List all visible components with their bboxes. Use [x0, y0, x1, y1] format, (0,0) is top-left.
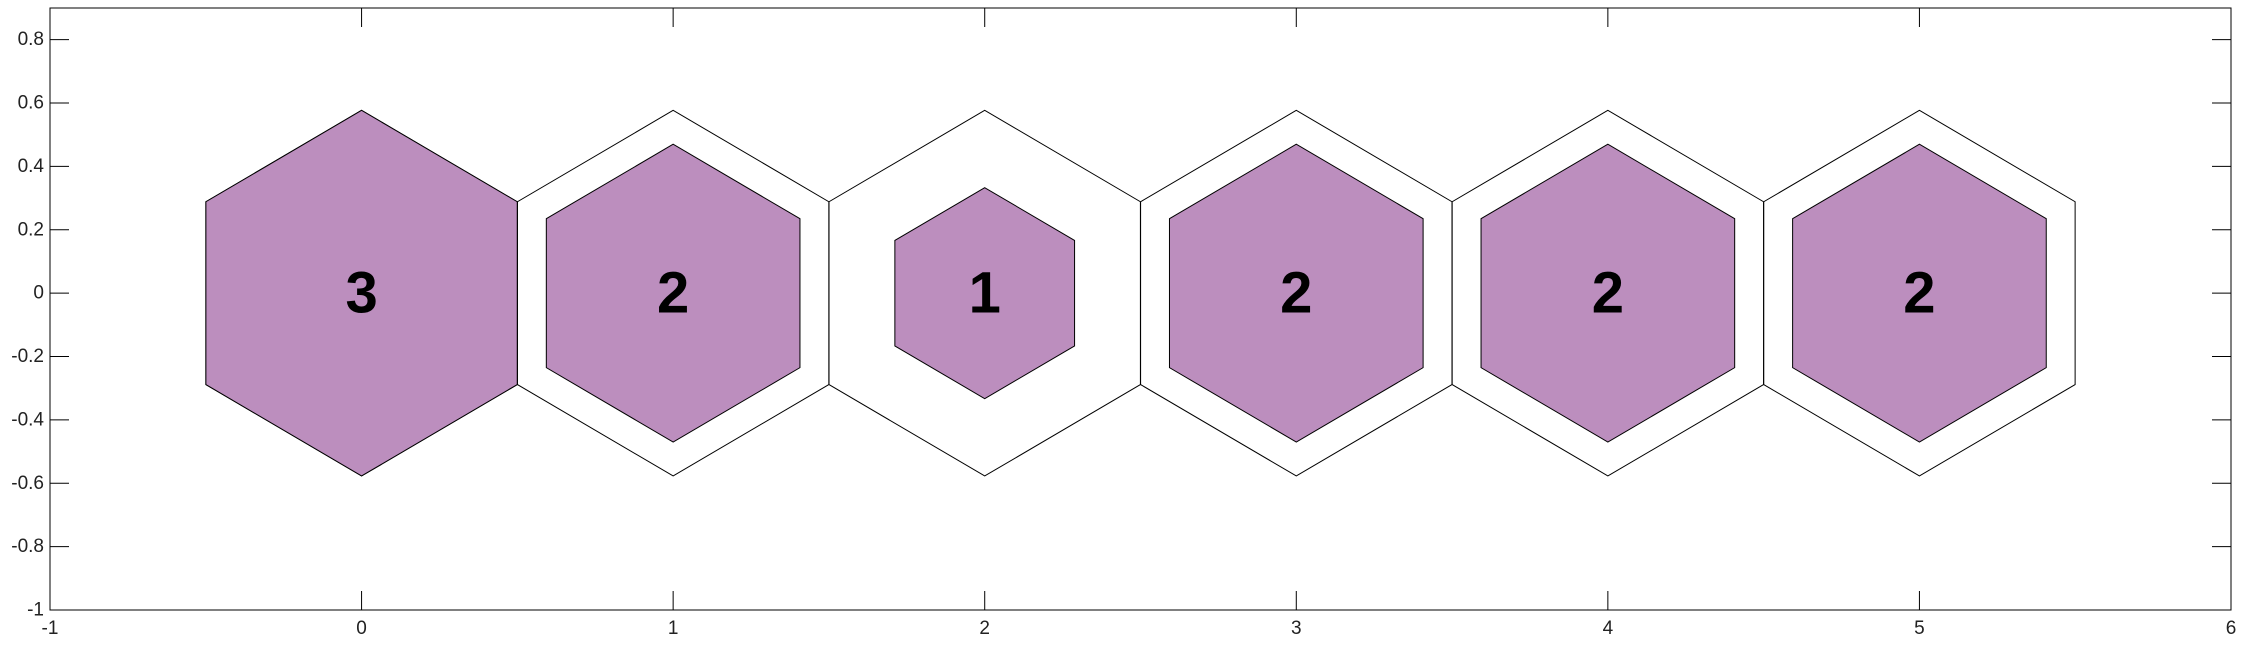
y-tick-label-7: 0.4 — [18, 156, 45, 177]
x-tick-label-7: 6 — [2226, 618, 2237, 639]
inner-hexagon-5 — [1792, 143, 2047, 443]
axes-box — [49, 7, 2232, 611]
y-tick-label-4: -0.2 — [11, 346, 44, 367]
y-axis-ticks: -1 -0.8 -0.6 -0.4 -0.2 0 0.2 0.4 0.6 0.8 — [11, 29, 2231, 621]
x-tick-label-1: 0 — [356, 618, 367, 639]
y-tick-label-9: 0.8 — [18, 29, 44, 50]
hexagon-label-3: 2 — [1280, 261, 1312, 326]
x-tick-label-5: 4 — [1603, 618, 1614, 639]
y-tick-label-6: 0.2 — [18, 219, 44, 240]
hexagon-label-2: 1 — [969, 261, 1001, 326]
y-tick-label-2: -0.6 — [11, 473, 44, 494]
x-tick-label-3: 2 — [979, 618, 990, 639]
y-tick-label-5: 0 — [33, 283, 44, 304]
y-tick-label-3: -0.4 — [11, 409, 44, 430]
y-tick-label-1: -0.8 — [11, 536, 44, 557]
inner-hexagon-4 — [1480, 143, 1736, 443]
y-tick-label-0: -1 — [27, 600, 44, 621]
inner-hexagon-2 — [894, 187, 1076, 400]
inner-hexagon-0 — [205, 109, 518, 477]
hexagon-label-1: 2 — [657, 261, 689, 326]
inner-hexagon-1 — [545, 143, 801, 443]
inner-hexagon-3 — [1168, 143, 1424, 443]
hexagon-label-0: 3 — [345, 261, 377, 326]
inner-hexagons-layer — [205, 109, 2047, 477]
hexagon-label-5: 2 — [1903, 261, 1935, 326]
x-tick-label-2: 1 — [668, 618, 679, 639]
y-tick-label-8: 0.6 — [18, 93, 44, 114]
x-tick-label-6: 5 — [1914, 618, 1925, 639]
x-axis-ticks: -1 0 1 2 3 4 5 6 — [42, 8, 2237, 639]
x-tick-label-0: -1 — [42, 618, 59, 639]
hexagon-labels-layer: 3 2 1 2 2 2 — [345, 261, 1935, 326]
x-tick-label-4: 3 — [1291, 618, 1302, 639]
outer-hexagon-5 — [1763, 109, 2076, 477]
hexagon-label-4: 2 — [1592, 261, 1624, 326]
